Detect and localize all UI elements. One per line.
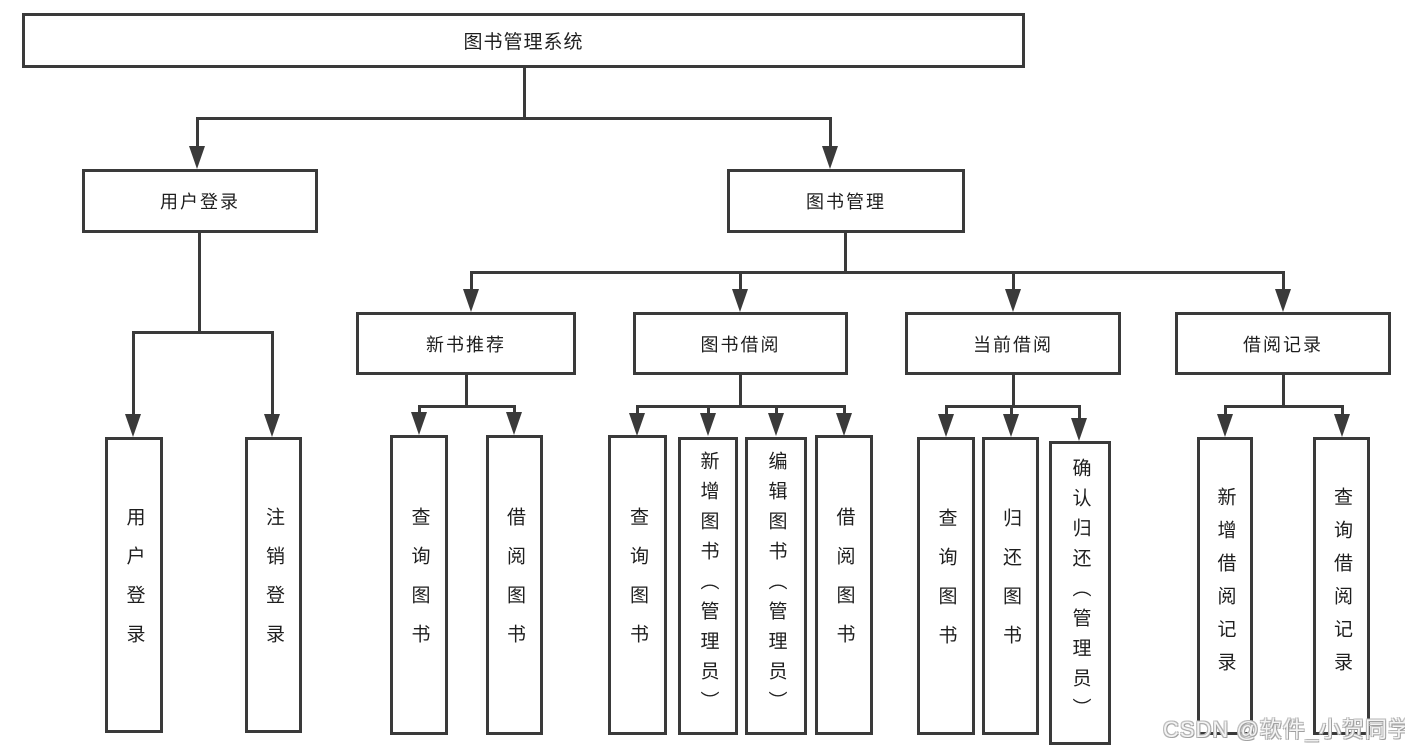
connector-arrow-down bbox=[189, 146, 205, 169]
node-label: 借阅记录 bbox=[1243, 334, 1323, 355]
connector-line bbox=[1012, 271, 1015, 293]
node-new-book-recommend: 新书推荐 bbox=[356, 312, 576, 375]
connector-line bbox=[945, 405, 1081, 408]
connector-line bbox=[1282, 375, 1285, 408]
connector-arrow-down bbox=[700, 413, 716, 436]
connector-line bbox=[707, 405, 710, 415]
connector-line bbox=[1224, 405, 1227, 415]
connector-arrow-down bbox=[1003, 414, 1019, 437]
connector-line bbox=[418, 405, 421, 415]
connector-line bbox=[1078, 405, 1081, 419]
connector-line bbox=[739, 375, 742, 408]
leaf-borrow-books-recommend: 借阅图书 bbox=[486, 435, 543, 735]
node-user-login: 用户登录 bbox=[82, 169, 318, 233]
node-label: 新书推荐 bbox=[426, 334, 506, 355]
connector-arrow-down bbox=[411, 412, 427, 435]
connector-line bbox=[196, 117, 832, 120]
leaf-confirm-return-admin: 确认归还（管理员） bbox=[1049, 441, 1111, 745]
node-label: 图书管理 bbox=[806, 192, 886, 212]
leaf-query-books-current: 查询图书 bbox=[917, 437, 975, 735]
node-label: 新增图书（管理员） bbox=[697, 451, 719, 721]
connector-line bbox=[636, 405, 639, 415]
connector-line bbox=[513, 405, 516, 415]
node-label: 图书管理系统 bbox=[463, 32, 584, 53]
node-borrowing-records: 借阅记录 bbox=[1175, 312, 1391, 375]
node-book-management: 图书管理 bbox=[727, 169, 965, 233]
csdn-watermark: CSDN @软件_小贺同学 bbox=[1162, 717, 1405, 742]
connector-arrow-down bbox=[1071, 418, 1087, 441]
leaf-borrow-books-borrowing: 借阅图书 bbox=[815, 435, 873, 735]
connector-line bbox=[418, 405, 516, 408]
connector-line bbox=[196, 117, 199, 148]
connector-line bbox=[1341, 405, 1344, 415]
node-label: 确认归还（管理员） bbox=[1069, 458, 1091, 728]
node-label: 查询借阅记录 bbox=[1331, 487, 1352, 685]
connector-arrow-down bbox=[629, 413, 645, 436]
connector-line bbox=[829, 117, 832, 148]
node-label: 编辑图书（管理员） bbox=[765, 451, 787, 721]
node-label: 查询图书 bbox=[627, 507, 648, 663]
leaf-query-borrow-record: 查询借阅记录 bbox=[1313, 437, 1370, 735]
connector-line bbox=[132, 331, 274, 334]
node-current-borrowing: 当前借阅 bbox=[905, 312, 1121, 375]
connector-arrow-down bbox=[463, 289, 479, 312]
node-library-management-system: 图书管理系统 bbox=[22, 13, 1025, 68]
leaf-logout: 注销登录 bbox=[245, 437, 302, 733]
connector-arrow-down bbox=[836, 413, 852, 436]
leaf-add-book-admin: 新增图书（管理员） bbox=[678, 437, 738, 735]
connector-line bbox=[844, 233, 847, 274]
connector-line bbox=[271, 331, 274, 416]
connector-line bbox=[465, 375, 468, 408]
node-book-borrowing: 图书借阅 bbox=[633, 312, 848, 375]
node-label: 查询图书 bbox=[408, 507, 430, 663]
node-label: 用户登录 bbox=[123, 507, 145, 663]
node-label: 当前借阅 bbox=[973, 334, 1053, 355]
connector-arrow-down bbox=[768, 413, 784, 436]
node-label: 新增借阅记录 bbox=[1214, 487, 1236, 685]
connector-line bbox=[198, 233, 201, 334]
leaf-query-books-recommend: 查询图书 bbox=[390, 435, 448, 735]
connector-line bbox=[636, 405, 846, 408]
connector-arrow-down bbox=[264, 414, 280, 437]
connector-arrow-down bbox=[822, 146, 838, 169]
connector-line bbox=[470, 271, 1284, 274]
node-label: 查询图书 bbox=[935, 508, 957, 664]
connector-arrow-down bbox=[125, 414, 141, 437]
node-label: 借阅图书 bbox=[833, 507, 855, 663]
connector-arrow-down bbox=[1217, 414, 1233, 437]
node-label: 注销登录 bbox=[263, 507, 284, 663]
connector-arrow-down bbox=[1275, 289, 1291, 312]
connector-line bbox=[843, 405, 846, 415]
connector-line bbox=[1224, 405, 1344, 408]
connector-line bbox=[1282, 271, 1285, 293]
connector-arrow-down bbox=[938, 414, 954, 437]
node-label: 归还图书 bbox=[1000, 508, 1021, 664]
leaf-query-books-borrowing: 查询图书 bbox=[608, 435, 667, 735]
connector-arrow-down bbox=[506, 412, 522, 435]
leaf-add-borrow-record: 新增借阅记录 bbox=[1197, 437, 1253, 735]
connector-arrow-down bbox=[1005, 289, 1021, 312]
connector-line bbox=[132, 331, 135, 416]
connector-line bbox=[1012, 375, 1015, 408]
connector-arrow-down bbox=[732, 289, 748, 312]
leaf-return-books: 归还图书 bbox=[982, 437, 1039, 735]
node-label: 图书借阅 bbox=[700, 334, 781, 355]
connector-line bbox=[470, 271, 473, 293]
connector-line bbox=[523, 68, 526, 119]
node-label: 用户登录 bbox=[160, 192, 240, 212]
leaf-edit-book-admin: 编辑图书（管理员） bbox=[745, 437, 807, 735]
connector-line bbox=[739, 271, 742, 293]
connector-line bbox=[945, 405, 948, 415]
connector-line bbox=[1010, 405, 1013, 415]
node-label: 借阅图书 bbox=[504, 507, 525, 663]
connector-line bbox=[775, 405, 778, 415]
leaf-user-login: 用户登录 bbox=[105, 437, 163, 733]
connector-arrow-down bbox=[1334, 414, 1350, 437]
